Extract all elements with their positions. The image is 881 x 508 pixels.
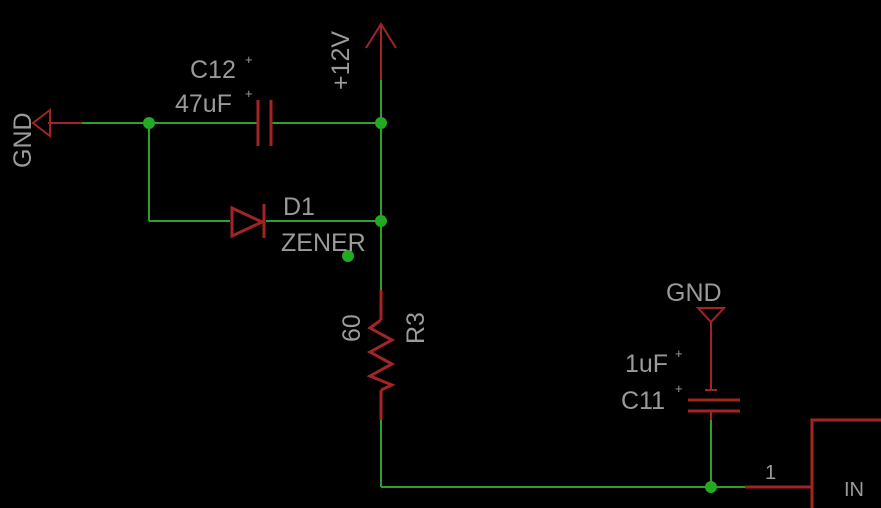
r3-name-label: R3	[402, 312, 430, 344]
wires	[82, 80, 745, 488]
r3-resistor-symbol	[366, 290, 396, 420]
c12-capacitor-symbol	[256, 100, 273, 146]
junction-dot	[705, 481, 717, 493]
c11-name-label: C11	[621, 387, 665, 415]
gnd-right-symbol	[695, 307, 727, 390]
r3-value-label: 60	[338, 314, 366, 342]
connector-pin-number: 1	[765, 462, 776, 484]
c11-plus-mark: +	[675, 381, 683, 396]
c12-value-label: 47uF	[175, 90, 232, 118]
c11-value-label: 1uF	[625, 350, 668, 378]
vcc-label: +12V	[327, 31, 355, 90]
d1-value-label: ZENER	[281, 229, 366, 257]
connector-symbol	[745, 418, 881, 508]
c11-capacitor-symbol	[688, 389, 740, 420]
c12-name-label: C12	[190, 56, 236, 84]
c11-plus-mark: +	[675, 346, 683, 361]
d1-diode-symbol	[230, 204, 266, 239]
vcc-symbol	[365, 22, 397, 80]
connector-pin-name: IN	[844, 479, 864, 501]
junction-dot	[375, 117, 387, 129]
gnd-left-label: GND	[9, 112, 37, 168]
junction-dot	[143, 117, 155, 129]
gnd-right-label: GND	[666, 279, 722, 307]
d1-name-label: D1	[283, 193, 315, 221]
c12-plus-mark: +	[245, 86, 253, 101]
junction-dot	[375, 215, 387, 227]
junction-dot	[342, 250, 354, 262]
c12-plus-mark: +	[245, 52, 253, 67]
junctions	[143, 117, 717, 493]
gnd-left-symbol	[31, 107, 82, 139]
